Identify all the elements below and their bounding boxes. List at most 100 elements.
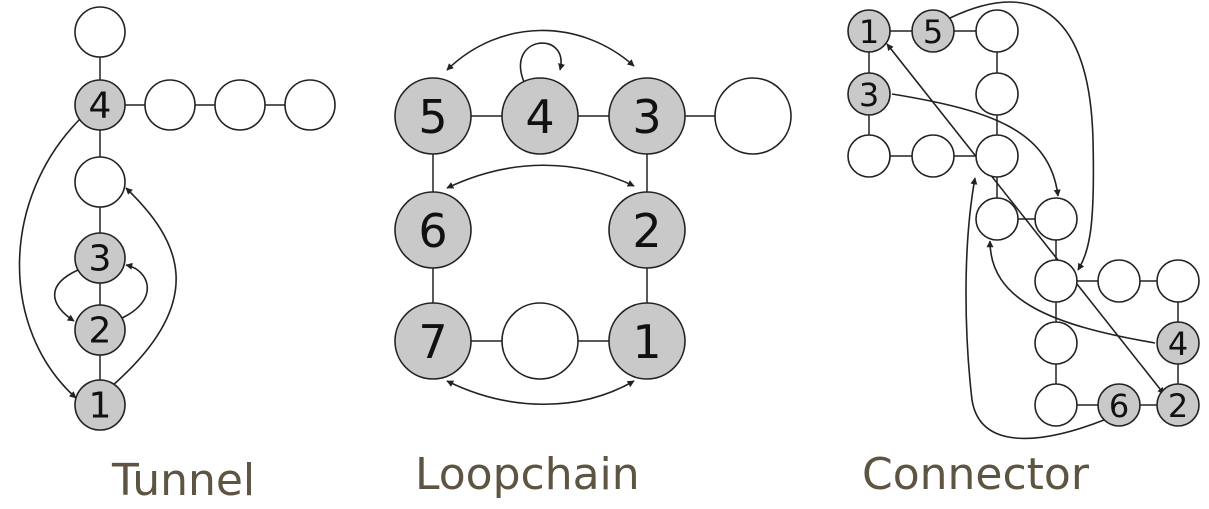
node-label: 5 bbox=[418, 90, 447, 144]
node-circle bbox=[608, 302, 686, 380]
node-t4: 4 bbox=[74, 79, 126, 131]
node-label: 4 bbox=[525, 90, 554, 144]
node-l1: 1 bbox=[608, 302, 686, 380]
node-c3: 3 bbox=[847, 72, 891, 116]
node-t_r1 bbox=[144, 79, 196, 131]
node-label: 4 bbox=[1168, 325, 1188, 363]
node-c_h bbox=[1034, 259, 1078, 303]
node-label: 7 bbox=[418, 315, 447, 369]
node-c1: 1 bbox=[847, 9, 891, 53]
arrow-t4-to-t1 bbox=[18, 118, 81, 399]
node-l2: 2 bbox=[608, 191, 686, 269]
node-label: 1 bbox=[89, 386, 112, 427]
node-c_d bbox=[911, 134, 955, 178]
node-c_a bbox=[975, 9, 1019, 53]
node-circle bbox=[1034, 321, 1078, 365]
node-c_c bbox=[847, 134, 891, 178]
node-circle bbox=[847, 134, 891, 178]
node-c_j bbox=[1156, 259, 1200, 303]
node-circle bbox=[911, 9, 955, 53]
node-circle bbox=[1034, 383, 1078, 427]
node-circle bbox=[144, 79, 196, 131]
node-l7: 7 bbox=[394, 302, 472, 380]
node-l_b bbox=[501, 302, 579, 380]
node-label: 3 bbox=[632, 90, 661, 144]
node-circle bbox=[501, 77, 579, 155]
node-circle bbox=[975, 134, 1019, 178]
node-c_f bbox=[975, 197, 1019, 241]
node-c5: 5 bbox=[911, 9, 955, 53]
node-label: 3 bbox=[859, 76, 879, 114]
node-circle bbox=[1156, 321, 1200, 365]
loopchain-caption: Loopchain bbox=[415, 449, 640, 500]
node-circle bbox=[608, 191, 686, 269]
node-c_b bbox=[975, 72, 1019, 116]
node-t_r3 bbox=[284, 79, 336, 131]
connector-caption: Connector bbox=[862, 449, 1089, 500]
node-label: 6 bbox=[1109, 387, 1129, 425]
node-label: 3 bbox=[89, 239, 112, 280]
node-circle bbox=[74, 156, 126, 208]
node-circle bbox=[394, 77, 472, 155]
node-circle bbox=[1097, 383, 1141, 427]
arrow-l6-l2 bbox=[446, 164, 635, 189]
node-circle bbox=[214, 79, 266, 131]
node-c6: 6 bbox=[1097, 383, 1141, 427]
node-circle bbox=[975, 9, 1019, 53]
arrow-c6-to-ce bbox=[965, 177, 1105, 440]
node-label: 2 bbox=[632, 204, 661, 258]
node-circle bbox=[74, 6, 126, 58]
node-c_e bbox=[975, 134, 1019, 178]
node-label: 5 bbox=[923, 13, 943, 51]
node-t2: 2 bbox=[74, 304, 126, 356]
node-label: 6 bbox=[418, 204, 447, 258]
node-circle bbox=[911, 134, 955, 178]
node-circle bbox=[847, 9, 891, 53]
node-c_g bbox=[1034, 197, 1078, 241]
node-l5: 5 bbox=[394, 77, 472, 155]
node-circle bbox=[847, 72, 891, 116]
node-label: 1 bbox=[859, 13, 879, 51]
node-label: 1 bbox=[632, 315, 661, 369]
node-c_l bbox=[1034, 383, 1078, 427]
node-t_r2 bbox=[214, 79, 266, 131]
node-circle bbox=[1034, 259, 1078, 303]
arrow-t1-to-mid bbox=[111, 187, 177, 387]
node-l3: 3 bbox=[608, 77, 686, 155]
node-c_k bbox=[1034, 321, 1078, 365]
node-t_top bbox=[74, 6, 126, 58]
node-circle bbox=[1034, 197, 1078, 241]
node-circle bbox=[74, 232, 126, 284]
node-c_i bbox=[1097, 259, 1141, 303]
node-circle bbox=[714, 77, 792, 155]
node-circle bbox=[975, 197, 1019, 241]
node-circle bbox=[74, 79, 126, 131]
node-t3: 3 bbox=[74, 232, 126, 284]
node-t_mid bbox=[74, 156, 126, 208]
arrow-t3-t2-left bbox=[53, 269, 79, 322]
arrow-c2-to-c1 bbox=[886, 43, 1165, 395]
graph-arrows bbox=[18, 1, 1165, 440]
node-label: 2 bbox=[1168, 387, 1188, 425]
node-c4: 4 bbox=[1156, 321, 1200, 365]
node-label: 2 bbox=[89, 311, 112, 352]
node-label: 4 bbox=[89, 86, 112, 127]
node-circle bbox=[1097, 259, 1141, 303]
arrow-l7-l1 bbox=[446, 380, 635, 405]
node-circle bbox=[394, 302, 472, 380]
arrow-l4-l5-l3 bbox=[446, 29, 635, 71]
node-t1: 1 bbox=[74, 379, 126, 431]
arrow-t2-t3-right bbox=[121, 262, 149, 319]
node-circle bbox=[74, 304, 126, 356]
node-circle bbox=[608, 77, 686, 155]
node-circle bbox=[284, 79, 336, 131]
node-circle bbox=[1156, 383, 1200, 427]
node-l_r bbox=[714, 77, 792, 155]
node-circle bbox=[975, 72, 1019, 116]
tunnel-caption: Tunnel bbox=[112, 455, 256, 506]
arrow-c4-to-cf bbox=[986, 240, 1156, 344]
node-circle bbox=[74, 379, 126, 431]
node-c2: 2 bbox=[1156, 383, 1200, 427]
graph-nodes: 4 3 2 1 5 4 3 6 2 7 1 1 5 3 4 6 2 bbox=[74, 6, 1200, 431]
